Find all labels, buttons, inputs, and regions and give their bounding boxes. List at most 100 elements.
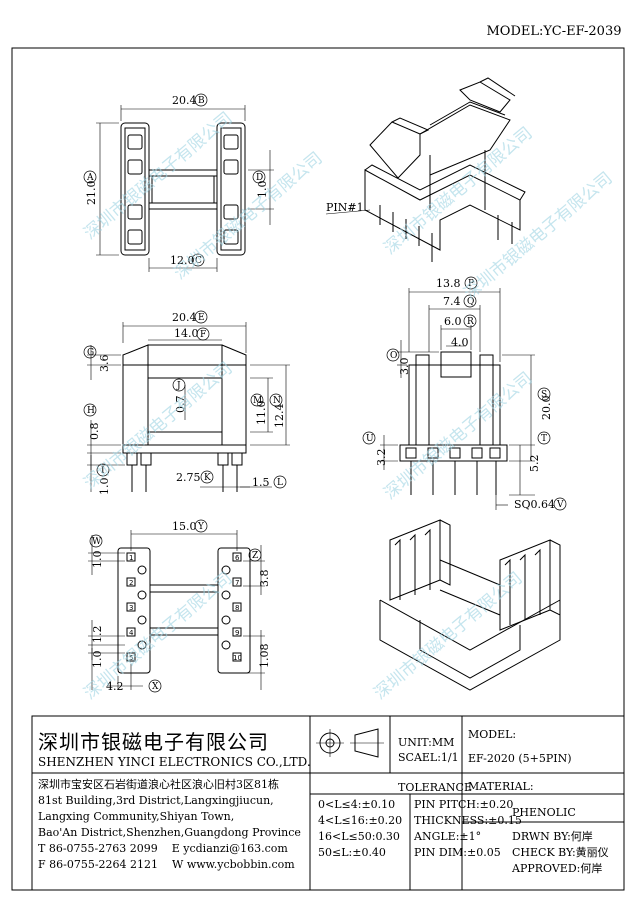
title-block-grid xyxy=(31,715,625,891)
svg-text:N: N xyxy=(273,396,281,406)
unit-label: UNIT:MM xyxy=(398,736,455,749)
thickness: THICKNESS:±0.15 xyxy=(414,814,522,827)
svg-text:O: O xyxy=(390,351,397,361)
dim-x: 4.2 xyxy=(106,680,124,693)
svg-text:C: C xyxy=(195,256,202,266)
top-view xyxy=(96,105,274,272)
svg-text:R: R xyxy=(467,317,474,327)
dim-d: 1.0 xyxy=(256,181,269,199)
dim-i: 1.0 xyxy=(98,478,111,496)
dim-m: 11.0 xyxy=(255,401,268,426)
svg-text:J: J xyxy=(176,381,181,391)
angle: ANGLE:±1° xyxy=(414,830,482,843)
svg-text:Z: Z xyxy=(252,551,258,561)
pin-dim: PIN DIM:±0.05 xyxy=(414,846,501,859)
tolerance-row-2: 4<L≤16:±0.20 xyxy=(318,814,403,827)
contact-fax: F 86-0755-2264 2121 W www.ycbobbin.com xyxy=(38,858,295,871)
svg-text:4: 4 xyxy=(129,629,134,637)
bottom-pin-numbers: 1 2 3 4 5 6 7 8 9 10 xyxy=(129,554,242,662)
svg-text:2: 2 xyxy=(129,579,133,587)
svg-text:深圳市银磁电子有限公司: 深圳市银磁电子有限公司 xyxy=(370,568,526,704)
iso-view-top xyxy=(325,77,526,262)
svg-text:1: 1 xyxy=(129,554,133,562)
tolerance-row-4: 50≤L:±0.40 xyxy=(318,846,386,859)
svg-text:X: X xyxy=(152,682,159,692)
svg-text:A: A xyxy=(86,173,94,183)
dim-p: 13.8 xyxy=(436,277,461,290)
svg-text:Y: Y xyxy=(197,522,205,532)
iso-view-bottom xyxy=(379,519,561,691)
address-line-4: Bao'An District,Shenzhen,Guangdong Provi… xyxy=(38,826,301,839)
dim-r: 6.0 xyxy=(444,315,462,328)
pin-pitch: PIN PITCH:±0.20 xyxy=(414,798,514,811)
front-view xyxy=(87,322,290,492)
svg-text:9: 9 xyxy=(235,629,239,637)
scale-label: SCAEL:1/1 xyxy=(398,751,459,764)
pin1-label: PIN#1 xyxy=(326,201,364,214)
dim-b: 20.4 xyxy=(172,94,197,107)
model-field-value: EF-2020 (5+5PIN) xyxy=(468,752,572,765)
svg-text:10: 10 xyxy=(233,654,242,662)
approved-by: APPROVED:何岸 xyxy=(512,862,603,875)
svg-text:5: 5 xyxy=(129,654,133,662)
model-header: MODEL:YC-EF-2039 xyxy=(486,24,622,39)
dim-g: 3.6 xyxy=(98,355,111,373)
dim-12: 1.2 xyxy=(91,626,104,644)
tolerance-title: TOLERANCE xyxy=(398,781,472,794)
side-view xyxy=(380,288,535,510)
dim-n: 12.4 xyxy=(273,404,286,429)
svg-text:F: F xyxy=(200,330,206,340)
svg-text:E: E xyxy=(198,313,205,323)
svg-text:W: W xyxy=(92,537,102,547)
svg-text:I: I xyxy=(101,466,105,476)
svg-text:深圳市银磁电子有限公司: 深圳市银磁电子有限公司 xyxy=(460,168,616,304)
check-by: CHECK BY:黄丽仪 xyxy=(512,846,609,859)
dim-c: 12.0 xyxy=(170,254,195,267)
drawn-by: DRWN BY:何岸 xyxy=(512,830,593,843)
address-line-3: Langxing Community,Shiyan Town, xyxy=(38,810,235,823)
svg-text:V: V xyxy=(556,500,564,510)
dim-10b: 1.0 xyxy=(91,651,104,669)
dim-o: 3.0 xyxy=(398,358,411,376)
svg-text:H: H xyxy=(87,406,95,416)
svg-text:3: 3 xyxy=(129,604,133,612)
svg-text:8: 8 xyxy=(235,604,239,612)
svg-text:M: M xyxy=(253,396,262,406)
dim-y: 15.0 xyxy=(172,520,197,533)
dim-k: 2.75 xyxy=(176,471,201,484)
bottom-view xyxy=(88,530,265,690)
svg-text:Q: Q xyxy=(467,297,474,307)
svg-text:U: U xyxy=(366,434,374,444)
dim-s: 20.0 xyxy=(540,396,553,421)
dim-w: 1.0 xyxy=(91,551,104,569)
svg-text:B: B xyxy=(198,96,205,106)
contact-phone: T 86-0755-2763 2099 E ycdianzi@163.com xyxy=(38,842,288,855)
svg-text:S: S xyxy=(541,390,547,400)
dim-52: 5.2 xyxy=(528,455,541,473)
dim-a: 21.0 xyxy=(85,181,98,206)
material-value: PHENOLIC xyxy=(512,806,576,819)
company-name-en: SHENZHEN YINCI ELECTRONICS CO.,LTD. xyxy=(38,755,311,769)
svg-text:6: 6 xyxy=(235,554,240,562)
dim-f: 14.0 xyxy=(174,327,199,340)
svg-text:深圳市银磁电子有限公司: 深圳市银磁电子有限公司 xyxy=(80,358,236,494)
dim-j: 0.7 xyxy=(174,396,187,414)
dim-z: 3.8 xyxy=(258,570,271,588)
material-label: MATERIAL: xyxy=(468,780,534,793)
company-name-cn: 深圳市银磁电子有限公司 xyxy=(38,730,269,754)
dim-h: 0.8 xyxy=(88,423,101,441)
svg-text:7: 7 xyxy=(235,579,239,587)
dim-t: 4.0 xyxy=(451,336,469,349)
svg-text:L: L xyxy=(277,478,283,488)
address-line-1: 深圳市宝安区石岩街道浪心社区浪心旧村3区81栋 xyxy=(38,778,279,791)
svg-text:深圳市银磁电子有限公司: 深圳市银磁电子有限公司 xyxy=(380,368,536,504)
dim-108: 1.08 xyxy=(258,644,271,669)
dim-l: 1.5 xyxy=(252,476,270,489)
svg-text:K: K xyxy=(204,473,211,483)
dim-e: 20.4 xyxy=(172,311,197,324)
address-line-2: 81st Building,3rd District,Langxingjiucu… xyxy=(38,794,274,807)
tolerance-row-1: 0<L≤4:±0.10 xyxy=(318,798,396,811)
svg-text:T: T xyxy=(541,434,547,444)
watermark-layer: 深圳市银磁电子有限公司 深圳市银磁电子有限公司 深圳市银磁电子有限公司 深圳市银… xyxy=(80,108,616,704)
